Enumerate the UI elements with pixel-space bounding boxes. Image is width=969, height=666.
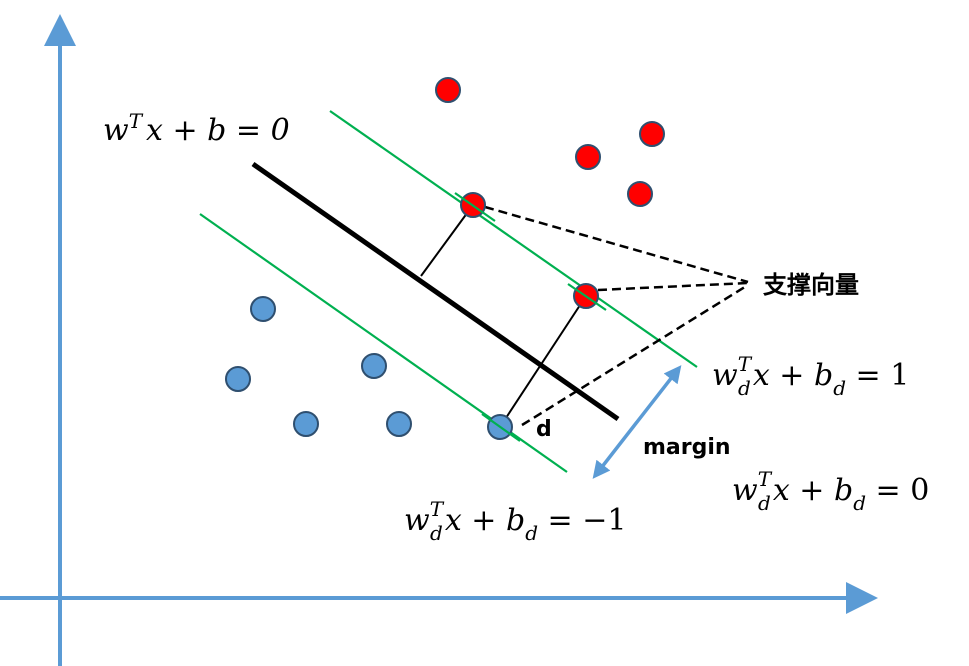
margin-arrow <box>592 365 682 479</box>
margin-label: margin <box>643 435 731 460</box>
upper-margin-line <box>329 110 698 368</box>
negative-point <box>225 366 251 392</box>
perpendicular-line-2 <box>499 295 587 428</box>
positive-point <box>435 77 461 103</box>
negative-point <box>250 296 276 322</box>
lower-margin-overlay <box>481 413 521 442</box>
support-vector-pointers <box>484 205 749 427</box>
axes <box>0 14 878 666</box>
support-vectors-label: 支撑向量 <box>763 271 859 299</box>
positive-point <box>639 121 665 147</box>
negative-point <box>361 353 387 379</box>
positive-point <box>627 181 653 207</box>
upper-margin-overlay <box>454 192 496 222</box>
upper-margin-overlay <box>567 283 607 311</box>
negative-points <box>225 296 513 440</box>
distance-label: d <box>536 417 552 442</box>
positive-point <box>575 144 601 170</box>
hyperplane-line <box>251 161 620 422</box>
negative-point <box>386 411 412 437</box>
perpendicular-line-1 <box>420 204 474 277</box>
negative-point <box>293 411 319 437</box>
positive-points <box>435 77 665 309</box>
